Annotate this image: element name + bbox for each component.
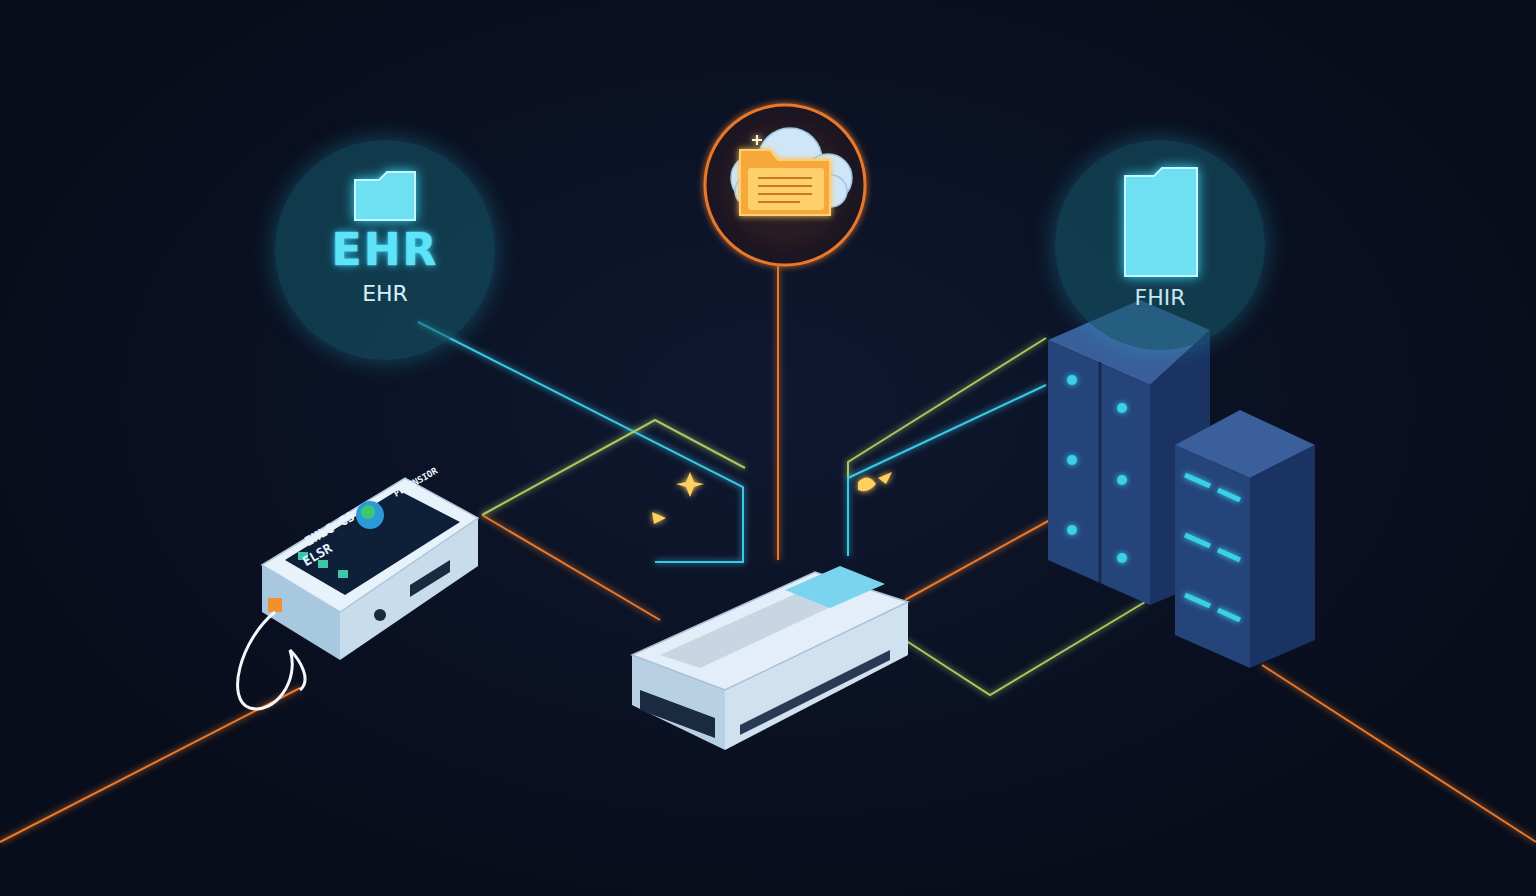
power-wire (0, 688, 300, 842)
arrow-tip (878, 472, 892, 484)
sparkle (858, 477, 876, 491)
data-wire (905, 602, 1145, 695)
arrow-tip (652, 512, 666, 524)
power-wire (482, 515, 660, 620)
data-wire (482, 420, 745, 515)
power-wire (1262, 665, 1536, 842)
power-wire (777, 262, 779, 560)
data-wire (848, 385, 1046, 556)
sparkle (676, 472, 704, 497)
cloud-storage (705, 105, 865, 265)
monitor-device (238, 478, 478, 709)
service-circle: FHIR (1055, 140, 1265, 350)
node-caption: EHR (362, 282, 408, 306)
node-title: FHIR (1135, 286, 1186, 310)
wires (0, 262, 1536, 842)
server-racks (1048, 300, 1315, 668)
data-wire (848, 338, 1046, 548)
hospital-bed (632, 566, 908, 750)
node-title: EHR (332, 226, 439, 274)
sparkles (652, 472, 892, 524)
folder-icon (1055, 140, 1265, 350)
power-wire (905, 520, 1050, 600)
service-circle: EHR EHR (275, 140, 495, 360)
